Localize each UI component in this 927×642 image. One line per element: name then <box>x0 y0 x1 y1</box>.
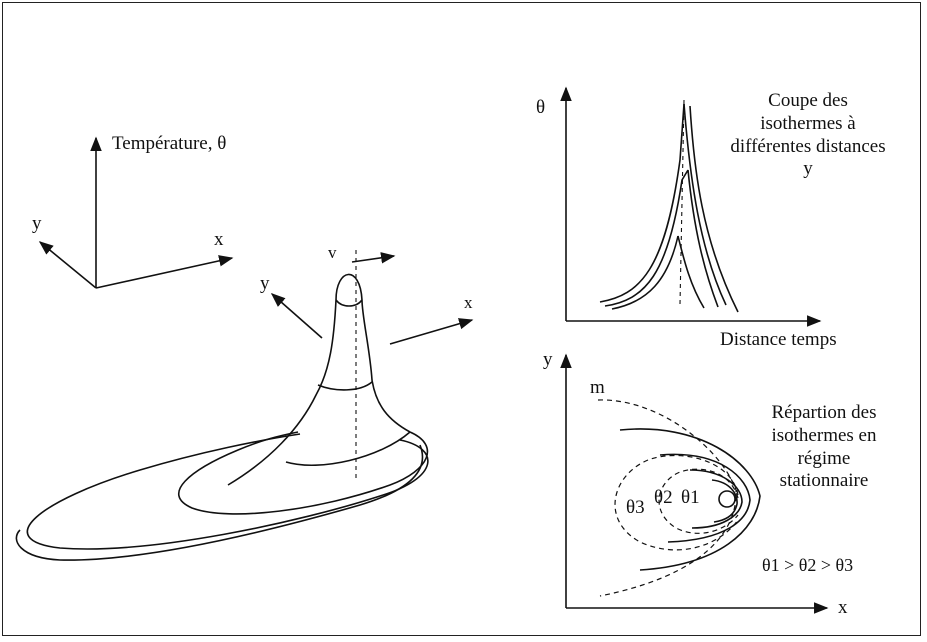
cross-section-graph <box>560 86 822 327</box>
solid-isotherm-outer <box>619 428 761 571</box>
surface-x-axis <box>389 318 474 345</box>
theta2-label: θ2 <box>654 487 673 508</box>
left-y-label: y <box>32 213 42 234</box>
temperature-label: Température, θ <box>112 133 227 154</box>
isotherm-curve-outer-right <box>683 103 727 306</box>
solid-isotherm-core <box>711 479 738 523</box>
solid-isotherms <box>619 428 761 571</box>
isotherm-curve-outer-left <box>599 103 685 303</box>
isotherm-theta3 <box>614 454 739 551</box>
theta-axis-label: θ <box>536 97 546 118</box>
left-axes <box>38 136 234 289</box>
left-x-label: x <box>214 229 224 250</box>
solid-isotherm-inner <box>689 469 743 529</box>
distance-time-label: Distance temps <box>720 329 837 350</box>
isotherm-m-label: m <box>590 377 605 398</box>
isotherm-m <box>597 399 737 597</box>
surface-y-label: y <box>260 273 270 294</box>
isotherm-theta2 <box>658 468 739 534</box>
isotherm-curve-outer-tail <box>689 105 739 313</box>
velocity-arrow <box>351 252 396 264</box>
surface-x-label: x <box>464 293 473 312</box>
map-y-label: y <box>543 349 553 370</box>
dashed-isotherms <box>597 399 739 597</box>
surface-y-axis <box>270 293 323 339</box>
theta-relation: θ1 > θ2 > θ3 <box>762 555 854 575</box>
isotherm-curve-inner-right <box>677 235 705 309</box>
peak-right-edge <box>335 273 411 433</box>
theta3-label: θ3 <box>626 497 645 518</box>
theta1-label: θ1 <box>681 487 700 508</box>
y-axis <box>38 241 97 289</box>
isotherm-curve-mid-left <box>604 169 689 307</box>
peak-left-edge <box>227 299 337 486</box>
cross-section-caption: Coupe des isothermes à différentes dista… <box>730 90 886 180</box>
isotherm-map-graph <box>560 353 829 614</box>
peak-dashed-line <box>679 99 685 305</box>
isotherm-curve-mid-right <box>687 169 719 308</box>
velocity-label: v <box>328 243 337 262</box>
isotherm-band-upper <box>317 381 373 391</box>
outer-footprint-thickness <box>15 444 424 561</box>
inner-footprint <box>178 431 429 515</box>
x-axis <box>95 255 234 289</box>
isotherm-curve-inner-left <box>611 235 679 310</box>
heat-source-circle <box>718 490 736 508</box>
solid-isotherm-middle <box>659 453 751 543</box>
isotherm-band-lower <box>285 431 411 466</box>
peak-cap <box>335 299 363 307</box>
figure-frame <box>2 2 921 636</box>
outer-footprint <box>26 433 429 550</box>
temperature-surface <box>15 250 474 561</box>
map-x-label: x <box>838 597 848 618</box>
stationary-caption: Répartion des isothermes en régime stati… <box>771 402 877 492</box>
